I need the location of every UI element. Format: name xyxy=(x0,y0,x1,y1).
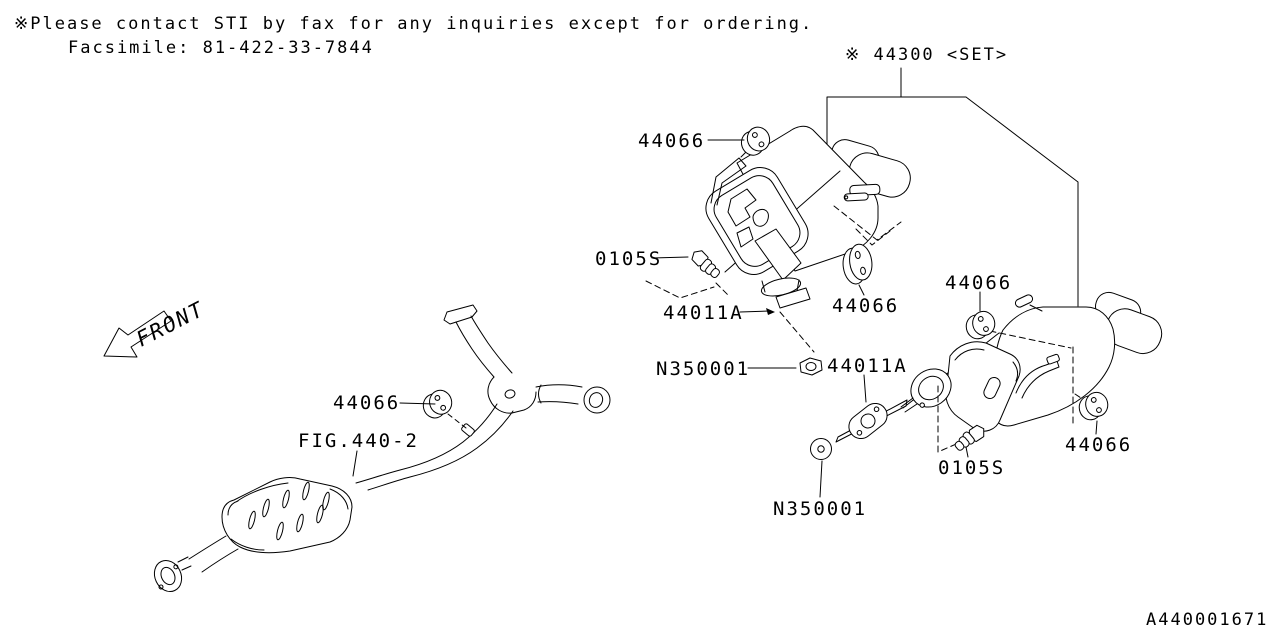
washer-nut-lower xyxy=(811,439,832,460)
contact-note-line2: Facsimile: 81-422-33-7844 xyxy=(68,38,374,58)
inlet-bell xyxy=(903,361,958,415)
doc-number: A440001671 xyxy=(1146,610,1269,630)
part-label-44011a-lower: 44011A xyxy=(827,355,908,377)
front-pipe-assembly-drawing xyxy=(149,305,610,596)
front-arrow-label: FRONT xyxy=(132,297,208,352)
reference-mark: ※ xyxy=(14,14,31,34)
bolt-upper xyxy=(687,247,724,281)
rubber-hanger-lower-left xyxy=(963,308,998,342)
part-label-44066-lower-left: 44066 xyxy=(945,272,1013,294)
front-flange-ring xyxy=(149,556,186,596)
upper-muffler-drawing xyxy=(646,126,915,352)
part-label-44066-upper-right: 44066 xyxy=(832,295,900,317)
part-label-n350001-upper: N350001 xyxy=(656,358,751,380)
part-label-44066-lower-right: 44066 xyxy=(1065,434,1133,456)
flange-gasket-lower xyxy=(844,399,892,444)
lower-muffler-drawing xyxy=(811,289,1167,460)
hanger-pin-upper xyxy=(844,184,881,201)
part-label-0105s-lower: 0105S xyxy=(938,457,1006,479)
part-label-44011a-upper: 44011A xyxy=(663,302,744,324)
heat-shield-slots xyxy=(247,482,330,541)
set-bracket-lines xyxy=(827,68,1078,306)
part-label-0105s-upper: 0105S xyxy=(595,248,663,270)
part-label-n350001-lower: N350001 xyxy=(773,498,868,520)
set-group-label: ※ 44300 <SET> xyxy=(845,45,1009,65)
part-label-44066-front-pipe: 44066 xyxy=(333,392,401,414)
fig-reference-label: FIG.440-2 xyxy=(298,430,419,452)
contact-note-line1: ※Please contact STI by fax for any inqui… xyxy=(14,14,814,34)
nut-upper xyxy=(800,358,822,375)
front-arrow-icon: FRONT xyxy=(104,297,209,357)
part-label-44066-upper-left: 44066 xyxy=(638,130,706,152)
phantom-lines-upper xyxy=(646,206,901,352)
leader-lines xyxy=(353,140,1097,497)
reference-mark: ※ xyxy=(845,45,862,65)
